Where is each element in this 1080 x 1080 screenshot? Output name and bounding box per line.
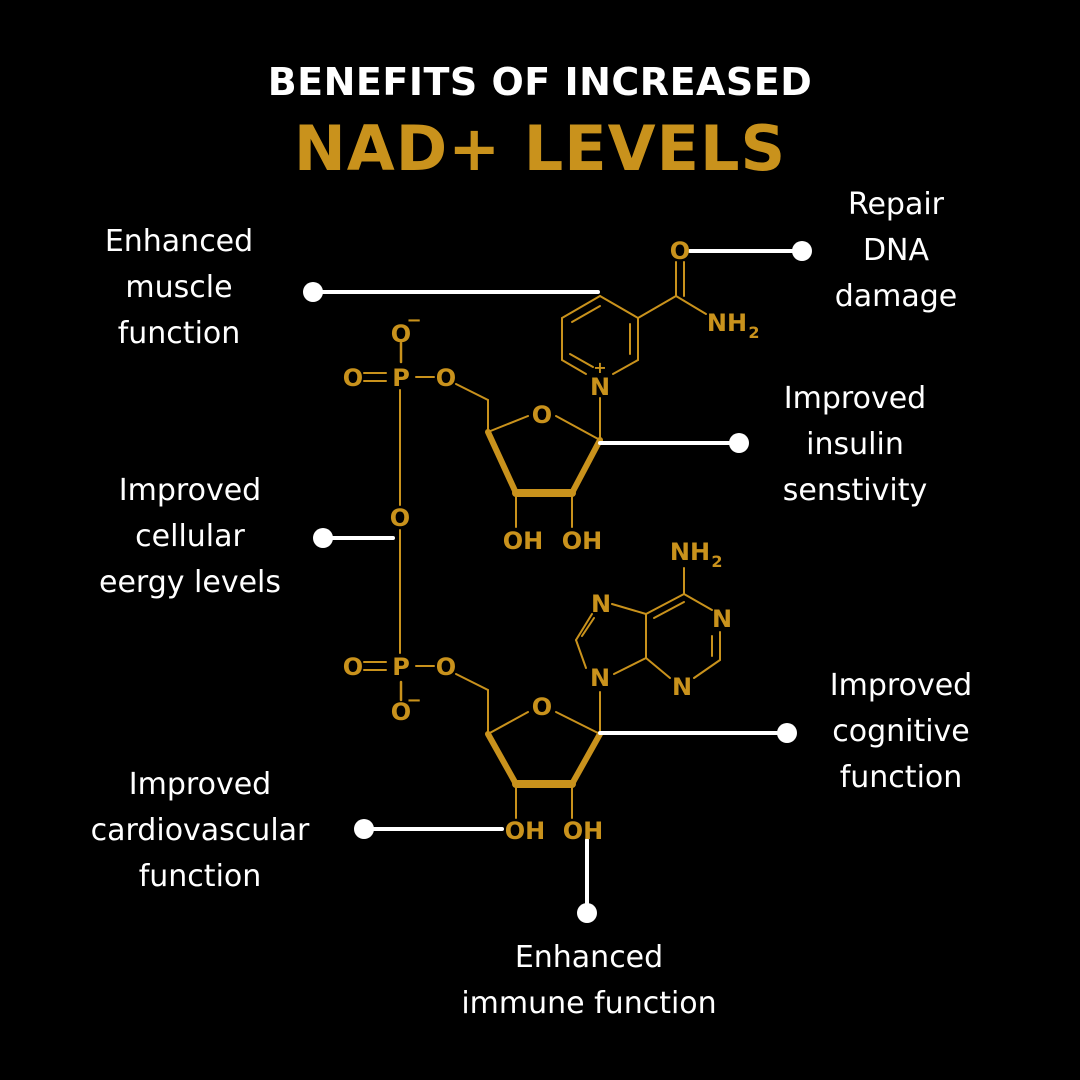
benefit-line: Improved [118,473,262,508]
benefit-line: Enhanced [514,940,664,975]
benefit-immune: Enhanced immune function [419,935,759,1027]
atom-n-adenine-9: N [590,664,610,692]
atom-n-adenine-2: N [712,605,732,633]
atom-n-adenine-1: N [591,590,611,618]
benefit-line: cardiovascular [90,813,310,848]
dot-repair-dna [792,241,812,261]
benefit-line: function [138,859,262,894]
benefit-line: function [117,316,241,351]
atom-p-bottom: P [392,653,410,681]
benefit-insulin: Improved insulin senstivity [755,376,955,514]
benefit-line: Improved [783,381,927,416]
benefit-line: DNA [862,233,930,268]
benefit-line: cognitive [832,714,970,749]
benefit-line: function [839,760,963,795]
connector-dots [303,241,812,923]
atom-oh-top-1: OH [503,527,544,555]
title-line-2: NAD+ LEVELS [293,112,787,185]
connector-lines [311,249,804,915]
benefit-cellular-energy: Improved cellular eergy levels [70,468,310,606]
atom-oh-bottom-2: OH [563,817,604,845]
benefit-line: Enhanced [104,224,254,259]
benefit-line: damage [834,279,958,314]
atom-o-ring-top: O [532,401,552,429]
atom-p-top: P [392,364,410,392]
benefit-line: cellular [135,519,245,554]
benefit-line: immune function [461,986,717,1021]
atom-o-bridge-top: O [436,364,456,392]
dot-cellular-energy [313,528,333,548]
title-line-1: BENEFITS OF INCREASED [267,60,813,104]
atom-o-carbonyl: O [670,237,690,265]
atom-n-pyridinium: N [590,373,610,401]
atom-o-minus-bottom: O [391,698,411,726]
benefit-line: Improved [829,668,973,703]
dot-muscle [303,282,323,302]
benefit-line: muscle [125,270,233,305]
atom-o-bridge-mid: O [390,504,410,532]
atom-labels: O − O P O O O NH 2 N + OH OH O O P O O −… [343,237,760,845]
benefit-line: insulin [806,427,904,462]
benefit-line: Improved [128,767,272,802]
atom-nh2-amide-sub: 2 [748,323,759,342]
atom-plus-pyridinium: + [593,358,606,377]
atom-o-minus-top: O [391,320,411,348]
benefit-muscle: Enhanced muscle function [79,219,279,357]
atom-n-adenine-3: N [672,673,692,701]
atom-oh-bottom-1: OH [505,817,546,845]
atom-o-left-top: O [343,364,363,392]
dot-cardiovascular [354,819,374,839]
benefit-line: eergy levels [98,565,282,600]
atom-nh2-amide: NH [707,309,747,337]
benefit-cardiovascular: Improved cardiovascular function [60,762,340,900]
atom-o-left-bottom: O [343,653,363,681]
benefit-cognitive: Improved cognitive function [796,663,1006,801]
dot-cognitive [777,723,797,743]
dot-immune [577,903,597,923]
molecule-bonds [363,261,721,819]
atom-o-ring-bottom: O [532,693,552,721]
atom-nh2-adenine-sub: 2 [711,552,722,571]
atom-oh-top-2: OH [562,527,603,555]
dot-insulin [729,433,749,453]
benefit-line: Repair [847,187,945,222]
atom-nh2-adenine: NH [670,538,710,566]
atom-minus-bottom: − [406,690,421,711]
atom-o-bridge-bottom: O [436,653,456,681]
benefit-line: senstivity [782,473,928,508]
benefit-repair-dna: Repair DNA damage [816,182,976,320]
atom-minus-top: − [406,310,421,331]
